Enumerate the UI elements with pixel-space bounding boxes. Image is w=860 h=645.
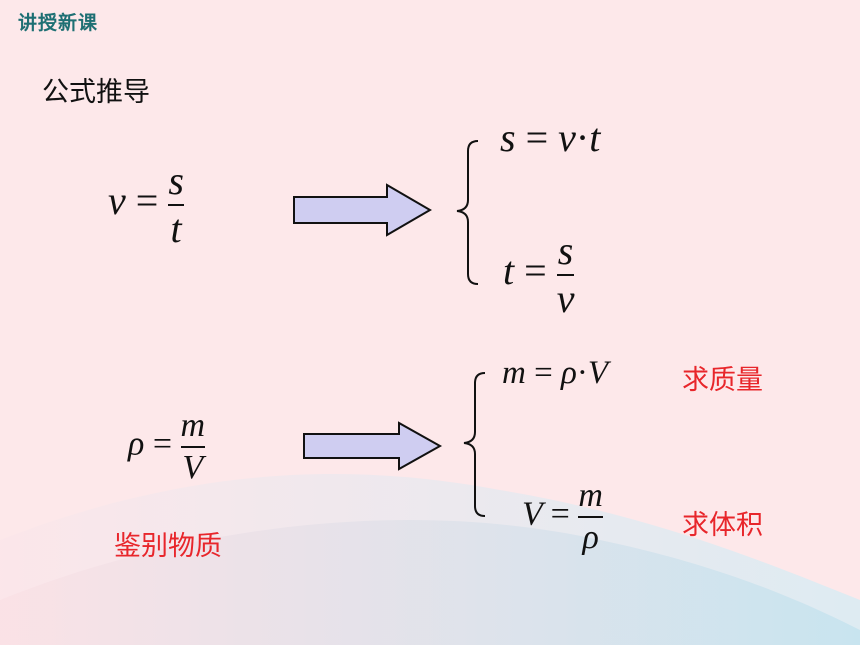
formula-distance-b: t <box>589 115 601 160</box>
formula-volume-lhs: V <box>522 495 543 533</box>
formula-distance-dot: · <box>575 115 590 160</box>
formula-distance: s = v·t <box>500 114 600 161</box>
formula-density-den: V <box>182 448 204 486</box>
formula-velocity-den: t <box>170 206 182 251</box>
formula-volume-den: ρ <box>582 518 599 556</box>
formula-time: t = s v <box>503 228 575 321</box>
fraction-bar <box>578 515 603 518</box>
formula-velocity-eq: = <box>135 178 159 224</box>
formula-distance-lhs: s <box>500 115 516 160</box>
formula-mass: m = ρ·V <box>502 355 608 392</box>
right-arrow-icon <box>303 421 443 471</box>
formula-time-fraction: s v <box>556 228 575 321</box>
subtitle: 公式推导 <box>42 77 150 108</box>
formula-volume-eq: = <box>550 495 570 533</box>
formula-volume-fraction: m ρ <box>578 478 603 555</box>
formula-velocity: v = s t <box>108 160 184 250</box>
formula-distance-eq: = <box>525 115 549 160</box>
formula-density: ρ = m V <box>128 407 206 486</box>
formula-mass-eq: = <box>534 355 553 391</box>
formula-volume: V = m ρ <box>522 478 603 555</box>
formula-volume-num: m <box>578 477 603 514</box>
right-arrow-icon <box>293 183 432 237</box>
formula-time-lhs: t <box>503 248 515 294</box>
fraction-bar <box>180 445 206 448</box>
fraction-bar <box>556 274 575 276</box>
section-header: 讲授新课 <box>18 12 99 34</box>
formula-mass-dot: · <box>576 355 588 391</box>
fraction-bar <box>168 204 184 206</box>
note-identify-substance: 鉴别物质 <box>114 531 222 562</box>
left-brace-icon <box>463 372 486 517</box>
formula-density-num: m <box>180 407 206 444</box>
formula-density-eq: = <box>152 425 173 463</box>
formula-velocity-num: s <box>168 158 184 203</box>
formula-density-fraction: m V <box>180 407 206 486</box>
formula-velocity-fraction: s t <box>168 160 184 250</box>
formula-mass-lhs: m <box>502 355 526 391</box>
formula-time-num: s <box>557 228 574 273</box>
formula-mass-a: ρ <box>560 355 577 391</box>
formula-time-den: v <box>556 276 575 321</box>
left-brace-icon <box>456 140 479 285</box>
formula-density-lhs: ρ <box>128 425 145 463</box>
formula-time-eq: = <box>524 248 547 294</box>
note-find-mass: 求质量 <box>682 365 763 396</box>
formula-mass-b: V <box>587 355 608 391</box>
note-find-volume: 求体积 <box>682 510 763 541</box>
formula-velocity-lhs: v <box>108 178 126 224</box>
formula-distance-a: v <box>558 115 576 160</box>
